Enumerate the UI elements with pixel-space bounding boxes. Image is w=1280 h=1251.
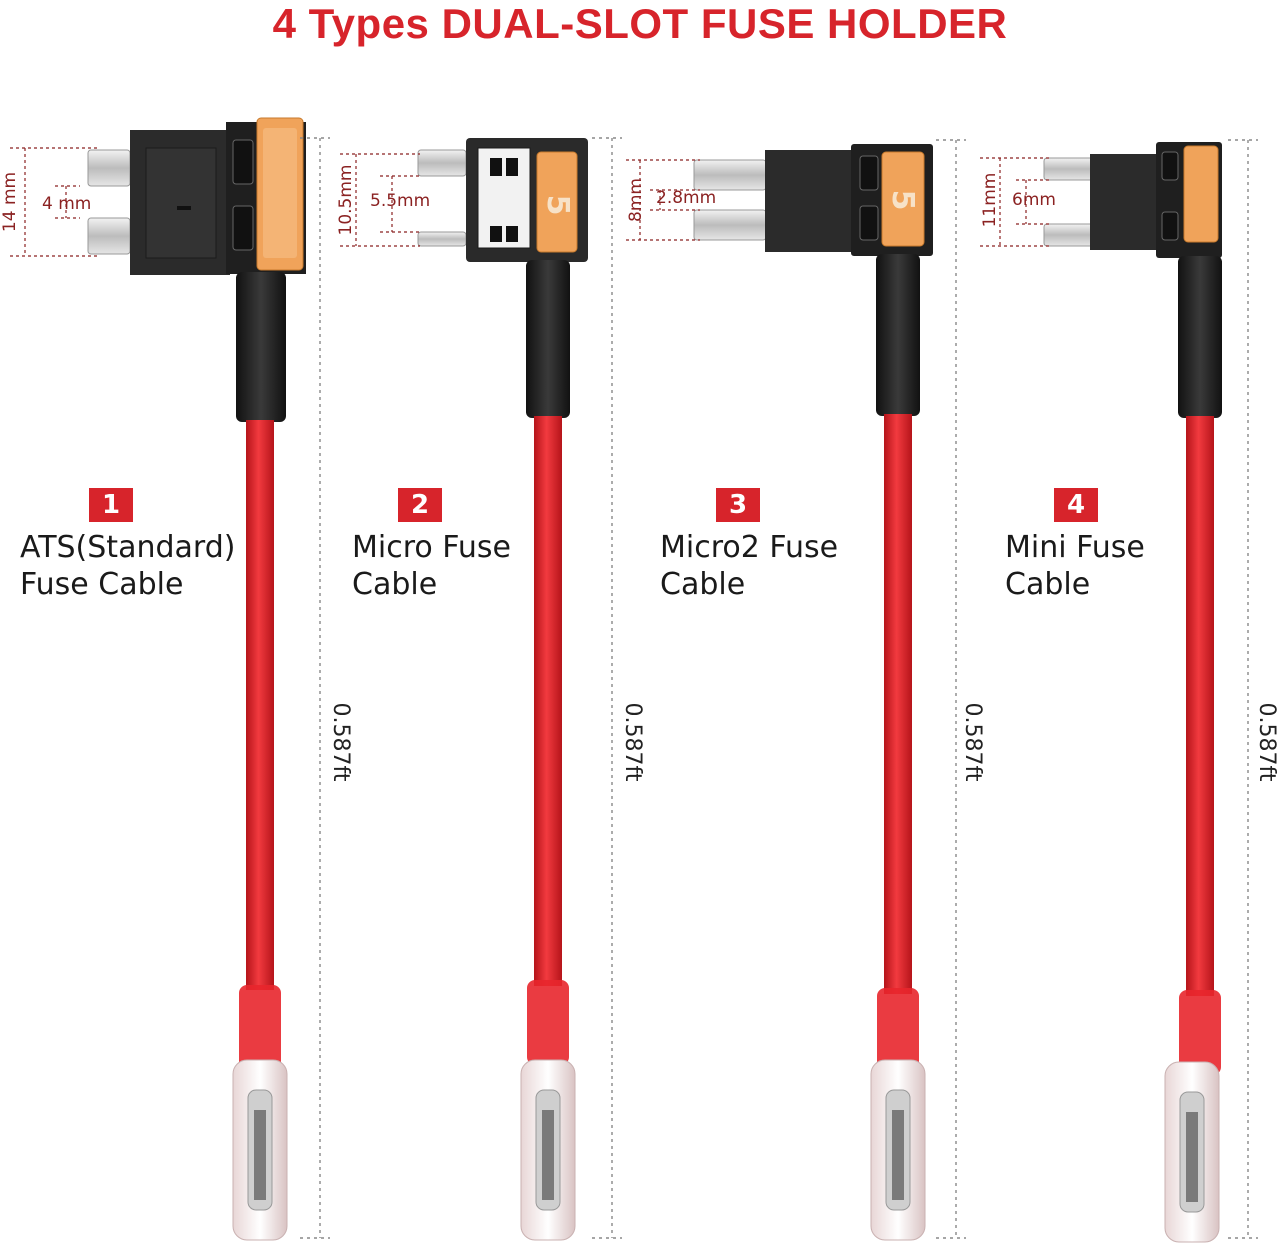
length-lines (300, 137, 1258, 1239)
page-title: 4 Types DUAL-SLOT FUSE HOLDER (272, 0, 1008, 47)
blade-dimension-4: 6mm (1012, 190, 1056, 210)
blade-dimension-2: 5.5mm (370, 191, 431, 211)
product-label-line: Cable (660, 567, 746, 602)
height-dimension-2: 10.5mm (336, 164, 356, 236)
product-label-line: Mini Fuse (1005, 530, 1145, 565)
height-dimension-4: 11mm (980, 172, 1000, 228)
product-label-1: ATS(Standard) Fuse Cable (20, 529, 235, 603)
product-label-line: Cable (352, 567, 438, 602)
product-number-badge-1: 1 (89, 488, 133, 522)
product-label-line: ATS(Standard) (20, 530, 236, 565)
cable-length-2: 0.587ft (620, 702, 645, 782)
product-label-3: Micro2 Fuse Cable (660, 529, 838, 603)
product-label-line: Cable (1005, 567, 1091, 602)
dimension-lines (10, 147, 1050, 257)
height-dimension-3: 8mm (626, 178, 646, 222)
fuse-holder-micro2: 5 (693, 144, 933, 1241)
cable-length-3: 0.587ft (960, 702, 985, 782)
blade-dimension-3: 2.8mm (656, 188, 717, 208)
product-label-line: Fuse Cable (20, 567, 184, 602)
cable-length-1: 0.587ft (328, 702, 353, 782)
product-label-4: Mini Fuse Cable (1005, 529, 1145, 603)
product-label-line: Micro2 Fuse (660, 530, 839, 565)
product-label-2: Micro Fuse Cable (352, 529, 511, 603)
fuse-holder-micro: 5 (417, 138, 588, 1241)
blade-dimension-1: 4 mm (42, 194, 92, 214)
cable-length-4: 0.587ft (1254, 702, 1279, 782)
fuse-marking: 5 (885, 190, 920, 211)
product-number-badge-2: 2 (398, 488, 442, 522)
product-label-line: Micro Fuse (352, 530, 511, 565)
product-number-badge-4: 4 (1054, 488, 1098, 522)
height-dimension-1: 14 mm (0, 171, 20, 233)
fuse-marking: 5 (540, 195, 575, 216)
fuse-holder-mini (1043, 142, 1222, 1243)
fuse-holder-ats (87, 117, 306, 1241)
product-number-badge-3: 3 (716, 488, 760, 522)
